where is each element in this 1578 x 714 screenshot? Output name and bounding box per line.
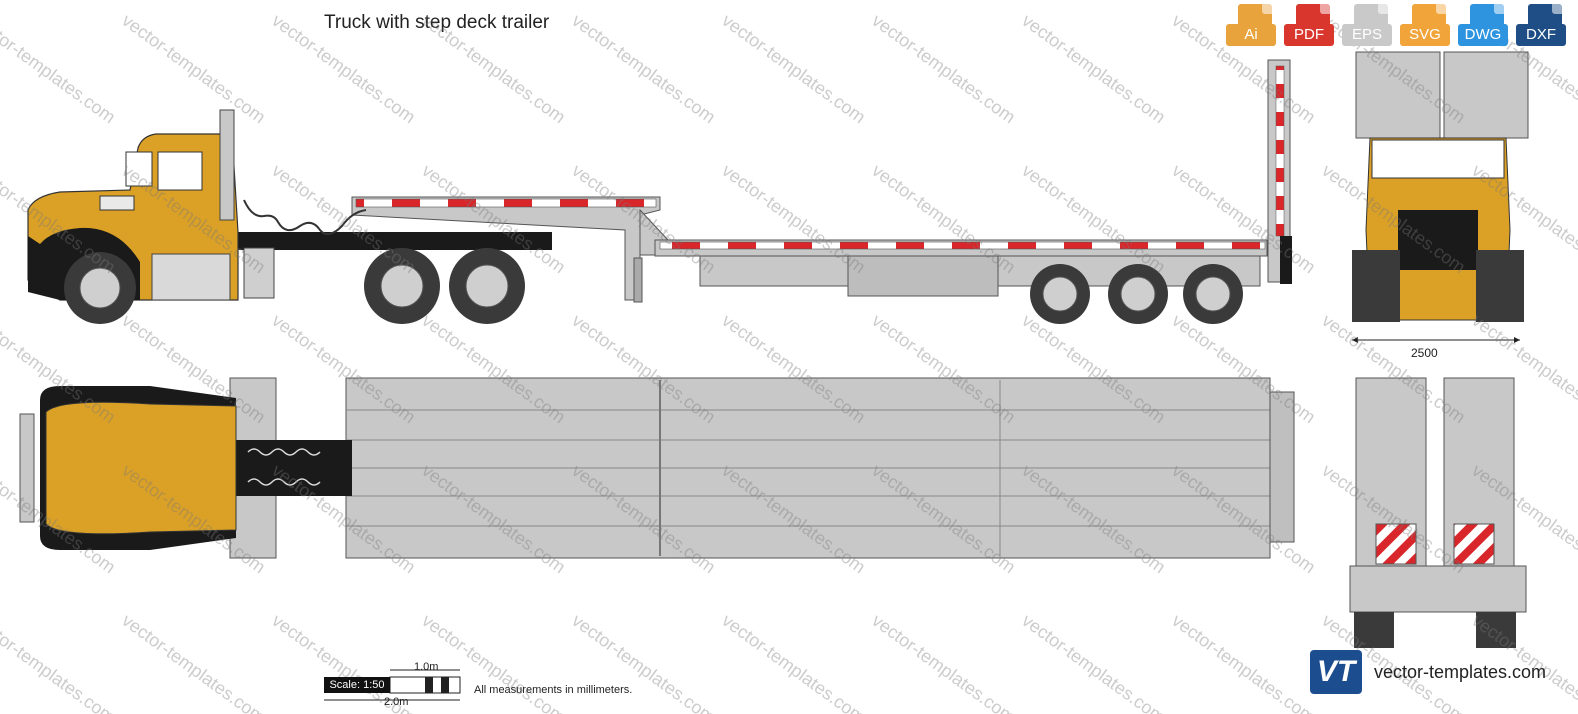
format-dxf-label: DXF bbox=[1516, 24, 1566, 46]
brand-name: vector-templates.com bbox=[1374, 661, 1547, 682]
front-view bbox=[1352, 51, 1529, 343]
trailer-wheels bbox=[1030, 264, 1243, 324]
measurement-note: All measurements in millimeters. bbox=[474, 684, 633, 696]
format-dxf-badge[interactable]: DXF bbox=[1516, 4, 1568, 50]
format-eps-badge[interactable]: EPS bbox=[1342, 4, 1394, 50]
format-svg-badge[interactable]: SVG bbox=[1400, 4, 1452, 50]
format-dwg-badge[interactable]: DWG bbox=[1458, 4, 1510, 50]
format-dwg-label: DWG bbox=[1458, 24, 1508, 46]
width-dimension: 2500 bbox=[1411, 346, 1438, 360]
vt-logo-icon: VT bbox=[1310, 650, 1362, 694]
page-title: Truck with step deck trailer bbox=[324, 12, 550, 33]
top-view bbox=[19, 377, 1295, 559]
scale-one-meter: 1.0m bbox=[414, 661, 439, 673]
rear-view bbox=[1349, 377, 1527, 648]
scale-label: Scale: 1:50 bbox=[324, 677, 390, 693]
truck-wheels bbox=[64, 248, 525, 324]
format-eps-label: EPS bbox=[1342, 24, 1392, 46]
format-ai-label: Ai bbox=[1226, 24, 1276, 46]
format-svg-label: SVG bbox=[1400, 24, 1450, 46]
format-pdf-badge[interactable]: PDF bbox=[1284, 4, 1336, 50]
side-view bbox=[27, 59, 1292, 324]
scale-two-meter: 2.0m bbox=[384, 696, 409, 708]
format-badges: Ai PDF EPS SVG DWG DXF bbox=[1226, 4, 1568, 50]
format-pdf-label: PDF bbox=[1284, 24, 1334, 46]
brand-logo-block[interactable]: VT vector-templates.com bbox=[1310, 650, 1546, 694]
format-ai-badge[interactable]: Ai bbox=[1226, 4, 1278, 50]
scale-bar bbox=[324, 669, 461, 701]
